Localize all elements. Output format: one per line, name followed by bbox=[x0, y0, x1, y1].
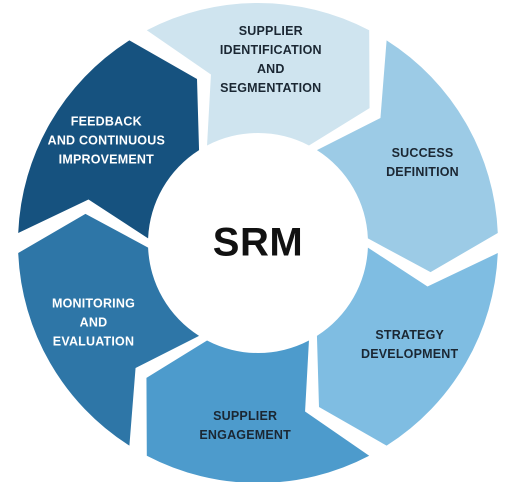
segment-success-definition bbox=[316, 40, 498, 273]
label-success-definition: SUCCESS DEFINITION bbox=[386, 145, 459, 179]
segment-feedback-and-continuous-improvement bbox=[18, 40, 200, 239]
label-feedback-and-continuous-improvement: FEEDBACK AND CONTINUOUS IMPROVEMENT bbox=[47, 114, 165, 167]
label-supplier-identification: SUPPLIER IDENTIFICATION AND SEGMENTATION bbox=[219, 24, 322, 96]
label-strategy-development: STRATEGY DEVELOPMENT bbox=[361, 328, 459, 362]
label-supplier-engagement: SUPPLIER ENGAGEMENT bbox=[199, 408, 291, 442]
segment-strategy-development bbox=[316, 247, 498, 446]
center-circle bbox=[152, 137, 364, 349]
segment-supplier-identification bbox=[146, 2, 370, 146]
label-monitoring-and-evaluation: MONITORING AND EVALUATION bbox=[51, 296, 136, 349]
segment-monitoring-and-evaluation bbox=[18, 213, 200, 446]
center-title: SRM bbox=[212, 220, 304, 265]
segment-supplier-engagement bbox=[146, 340, 370, 482]
